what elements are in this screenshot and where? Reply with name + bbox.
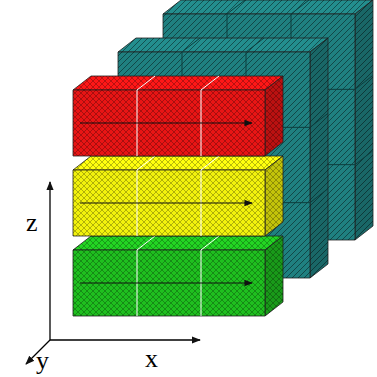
axis-label: z xyxy=(26,210,38,236)
green-slab-side xyxy=(265,236,283,316)
cell-line xyxy=(137,236,155,316)
red-slab-front-hatch xyxy=(73,90,265,156)
yellow-slab-side xyxy=(265,156,283,236)
red-slab-top xyxy=(73,76,283,90)
back-layer-side xyxy=(355,0,373,240)
middle-layer-side-hatch xyxy=(310,38,328,278)
yellow-slab-front xyxy=(73,170,265,236)
green-slab-top xyxy=(73,236,283,250)
direction-arrow xyxy=(80,122,252,123)
middle-layer-top xyxy=(118,38,328,52)
yellow-slab-side-hatch xyxy=(265,156,283,236)
axis-label: x xyxy=(145,346,158,372)
back-layer-side-hatch xyxy=(355,0,373,240)
cell-line xyxy=(137,156,155,236)
yellow-slab-front-hatch xyxy=(73,170,265,236)
back-layer-top xyxy=(163,0,373,14)
middle-layer-side xyxy=(310,38,328,278)
axis-line xyxy=(49,182,50,340)
green-slab xyxy=(73,236,283,316)
back-layer-top-hatch xyxy=(163,0,373,14)
axis-line xyxy=(50,339,200,340)
green-slab-front-hatch xyxy=(73,250,265,316)
red-slab-side-hatch xyxy=(265,76,283,156)
direction-arrow xyxy=(80,282,252,283)
red-slab xyxy=(73,76,283,156)
green-slab-top-hatch xyxy=(73,236,283,250)
red-slab-front xyxy=(73,90,265,156)
middle-layer-top-hatch xyxy=(118,38,328,52)
cell-line xyxy=(137,76,155,156)
green-slab-front xyxy=(73,250,265,316)
direction-arrow xyxy=(80,202,252,203)
cell-line xyxy=(201,76,219,156)
yellow-slab-top-hatch xyxy=(73,156,283,170)
red-slab-top-hatch xyxy=(73,76,283,90)
axes xyxy=(26,182,200,364)
yellow-slab xyxy=(73,156,283,236)
cell-line xyxy=(201,156,219,236)
axis-label: y xyxy=(36,348,49,374)
green-slab-side-hatch xyxy=(265,236,283,316)
yellow-slab-top xyxy=(73,156,283,170)
red-slab-side xyxy=(265,76,283,156)
cell-line xyxy=(201,236,219,316)
